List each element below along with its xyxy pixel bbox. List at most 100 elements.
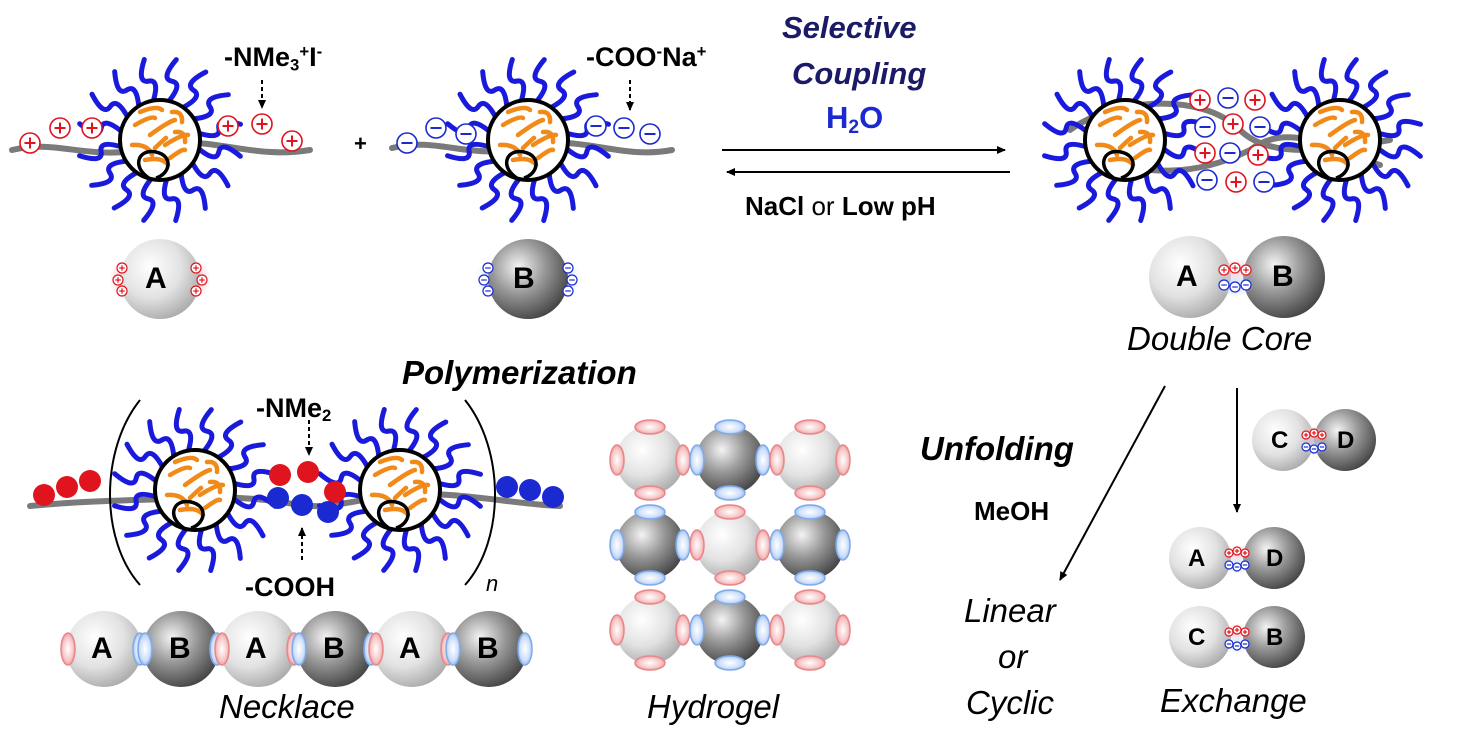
binding-patch: [675, 444, 691, 476]
nanoparticle-a: [77, 57, 243, 223]
charges-b: [396, 115, 661, 154]
charges-double-core: [1189, 87, 1275, 193]
binding-patch: [137, 632, 153, 666]
linear-label: Linear: [964, 592, 1056, 629]
unfolding-arrow: [1059, 385, 1166, 581]
ligand-arms: [1257, 57, 1423, 223]
amine-top-anion: I: [309, 42, 317, 73]
sphere-label-d-ad: D: [1266, 545, 1284, 572]
positive-charge: [1309, 428, 1319, 438]
binding-patch: [794, 570, 826, 586]
or-label: or: [998, 638, 1028, 675]
binding-patch: [675, 529, 691, 561]
cyclic-label: Cyclic: [966, 684, 1054, 721]
carboxylate-main: -COO: [586, 42, 657, 73]
positive-charge: [1218, 264, 1230, 276]
ligand-arms: [317, 407, 483, 573]
negative-charge: [1240, 279, 1252, 291]
negative-charge: [1219, 142, 1241, 164]
positive-charge: [190, 285, 202, 297]
sphere-label-d-cd: D: [1337, 427, 1355, 454]
positive-charge: [1232, 546, 1242, 556]
binding-patch: [835, 529, 851, 561]
positive-charge: [281, 130, 303, 152]
binding-patch: [634, 419, 666, 435]
carboxylate-cation: Na: [662, 42, 697, 73]
negative-charge: [1317, 442, 1327, 452]
nanoparticle-core: [358, 448, 442, 532]
sphere-body: [696, 511, 764, 579]
positive-charge: [1232, 625, 1242, 635]
amine-top-main: -NMe: [224, 42, 290, 73]
negative-charge: [585, 115, 607, 137]
negative-charge: [1249, 116, 1271, 138]
amine-top-sub: 3: [290, 55, 300, 75]
repeat-brackets: [109, 399, 496, 586]
binding-patch: [214, 632, 230, 666]
repeat-index-n: n: [486, 571, 499, 596]
sphere-label-b-double: B: [1272, 260, 1294, 293]
nanoparticle-double-left: [1042, 57, 1208, 223]
sphere-label-a-ad: A: [1188, 545, 1206, 572]
amine-quaternary-label: -NMe3+I-: [224, 42, 322, 75]
reverse-nacl: NaCl: [745, 191, 805, 221]
positive-charge: [196, 274, 208, 286]
sphere-body: [616, 511, 684, 579]
water-sub: 2: [848, 116, 860, 138]
negative-charge: [1240, 560, 1250, 570]
binding-patch: [609, 614, 625, 646]
binding-patch: [634, 485, 666, 501]
sphere-body: [143, 611, 219, 687]
negative-charge: [482, 262, 494, 274]
sphere-body: [776, 596, 844, 664]
binding-patch: [634, 570, 666, 586]
positive-charge: [116, 285, 128, 297]
sphere-a-top: [109, 239, 211, 319]
negative-charge: [1232, 641, 1242, 651]
negative-charge: [639, 123, 661, 145]
necklace-sphere-6: B: [477, 632, 499, 665]
negative-charge: [425, 117, 447, 139]
binding-patch: [794, 655, 826, 671]
binding-patch: [714, 485, 746, 501]
binding-patch: [769, 614, 785, 646]
ligand-arms: [445, 57, 611, 223]
positive-charge: [1247, 144, 1269, 166]
binding-patch: [794, 504, 826, 520]
nanoparticle-core: [118, 98, 202, 182]
positive-charge: [1229, 262, 1241, 274]
amine-bottom-main: -NMe: [256, 393, 322, 423]
positive-charge: [251, 113, 273, 135]
unfolding-label: Unfolding: [920, 430, 1074, 467]
nanoparticle-necklace-right: [317, 407, 483, 573]
nanoparticle-b: [445, 57, 611, 223]
negative-charge: [1217, 87, 1239, 109]
binding-patch: [634, 504, 666, 520]
sphere-body: [297, 611, 373, 687]
binding-patch: [689, 529, 705, 561]
ligand-arms: [1042, 57, 1208, 223]
charges-a: [19, 113, 303, 154]
negative-charge: [613, 117, 635, 139]
binding-patch: [609, 529, 625, 561]
negative-charge: [1240, 639, 1250, 649]
binding-patch: [714, 655, 746, 671]
positive-charge: [1189, 89, 1211, 111]
water-main: H: [826, 100, 849, 135]
cooh-label: -COOH: [245, 572, 335, 602]
sphere-body: [220, 611, 296, 687]
negative-charge: [566, 274, 578, 286]
amine-top-sup1: +: [299, 42, 310, 61]
binding-patch: [835, 444, 851, 476]
sphere-pair-cd: [1252, 409, 1376, 471]
binding-patch: [689, 444, 705, 476]
negative-charge: [1229, 281, 1241, 293]
negative-charge: [1224, 639, 1234, 649]
nanoparticle-double-right: [1257, 57, 1423, 223]
negative-charge: [1224, 560, 1234, 570]
binding-patch: [291, 632, 307, 666]
necklace-sphere-1: A: [91, 632, 113, 665]
carboxylate-label: -COO-Na+: [586, 42, 706, 73]
necklace-sphere-4: B: [323, 632, 345, 665]
